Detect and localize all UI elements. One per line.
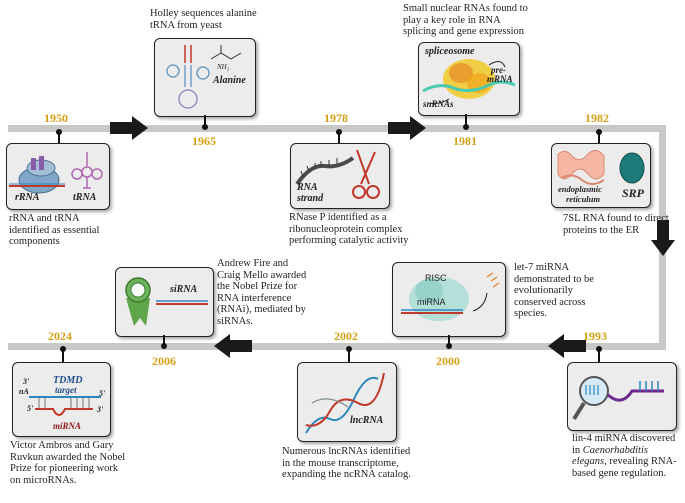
timeline-stem <box>163 335 165 345</box>
caption-1982: 7SL RNA found to direct proteins to the … <box>563 213 669 236</box>
panel-1981: spliceosome pre- mRNA snRNAs <box>418 42 520 116</box>
timeline-marker <box>161 343 167 349</box>
arrow-right-icon <box>388 116 426 140</box>
panel-1982: endoplasmic reticulum SRP <box>551 143 651 208</box>
timeline-stem <box>348 349 350 363</box>
panel-1978: RNA strand <box>290 143 390 209</box>
caption-1993-species: Caenorhabditis elegans <box>572 444 648 468</box>
caption-2000: let-7 miRNA demonstrated to be evolution… <box>514 262 594 319</box>
er-srp-illustration <box>557 150 645 185</box>
timeline-track-bottom <box>8 343 666 350</box>
timeline-stem <box>58 132 60 144</box>
caption-1981: Small nuclear RNAs found to play a key r… <box>403 3 528 37</box>
arrow-left-icon <box>548 334 586 358</box>
year-2002: 2002 <box>334 329 358 343</box>
label-rna: RNA <box>297 182 318 193</box>
caption-1978: RNase P identified as a ribonucleoprotei… <box>289 212 409 246</box>
label-mirna: miRNA <box>53 421 82 431</box>
year-1981: 1981 <box>453 134 477 148</box>
label-srp: SRP <box>622 186 645 200</box>
panel-1965: NH₂ Alanine <box>154 38 256 117</box>
year-1993: 1993 <box>583 329 607 343</box>
panel-2024: 3' nA TDMD target 5' 5' 3' miRNA <box>12 362 111 437</box>
timeline-stem <box>598 132 600 144</box>
year-1978: 1978 <box>324 111 348 125</box>
timeline-marker <box>463 124 469 130</box>
label-mrna: mRNA <box>487 74 513 84</box>
panel-2000: RISC miRNA <box>392 262 506 337</box>
ribosome-trna-illustration <box>9 152 103 194</box>
label-sirna: siRNA <box>170 284 198 295</box>
timeline-stem <box>448 335 450 345</box>
year-2024: 2024 <box>48 329 72 343</box>
label-alanine: Alanine <box>213 75 246 86</box>
nobel-medal-sirna-illustration <box>125 277 208 326</box>
label-3prime-b: 3' <box>97 405 104 414</box>
label-trna: tRNA <box>73 192 97 203</box>
timeline-stem <box>204 115 206 126</box>
year-1950: 1950 <box>44 111 68 125</box>
year-1965: 1965 <box>192 134 216 148</box>
label-target: target <box>55 385 77 395</box>
caption-1993-a: lin-4 miRNA discovered in <box>572 433 676 456</box>
alanine-trna-illustration <box>166 45 242 109</box>
year-2000: 2000 <box>436 354 460 368</box>
label-tdmd: TDMD <box>53 375 83 386</box>
caption-2006: Andrew Fire and Craig Mello awarded the … <box>217 258 307 327</box>
label-endoplasmic: endoplasmic <box>558 184 602 194</box>
panel-1993 <box>567 362 677 431</box>
timeline-track-top <box>8 125 666 132</box>
panel-2006: siRNA <box>115 267 214 337</box>
panel-1950: rRNA tRNA <box>6 143 110 210</box>
timeline-stem <box>465 114 467 126</box>
label-rrna: rRNA <box>15 192 40 203</box>
arrow-right-icon <box>110 116 148 140</box>
timeline-stem <box>62 349 64 363</box>
label-pre: pre- <box>491 65 506 75</box>
caption-2024: Victor Ambros and Gary Ruvkun awarded th… <box>10 440 126 486</box>
caption-1950: rRNA and tRNA identified as essential co… <box>9 213 100 247</box>
label-risc: RISC <box>425 273 447 283</box>
label-snrnas: snRNAs <box>423 99 454 109</box>
tdmd-illustration <box>29 396 101 416</box>
label-3prime-a: 3' <box>23 377 30 386</box>
arrow-left-icon <box>214 334 252 358</box>
lncrna-helix-illustration <box>305 372 385 434</box>
spliceosome-illustration <box>422 59 516 104</box>
label-lncrna: lncRNA <box>350 415 384 426</box>
label-nh2: NH₂ <box>217 63 230 71</box>
label-mirna: miRNA <box>417 297 446 307</box>
rnase-strand-scissors-illustration <box>295 149 380 199</box>
risc-mirna-illustration <box>401 272 500 321</box>
caption-2002: Numerous lncRNAs identified in the mouse… <box>282 446 411 480</box>
caption-1993: lin-4 miRNA discovered in Caenorhabditis… <box>572 433 682 479</box>
label-5prime-b: 5' <box>27 404 34 413</box>
label-reticulum: reticulum <box>566 194 601 204</box>
arrow-down-icon <box>651 220 675 256</box>
panel-2002: lncRNA <box>297 362 397 442</box>
timeline-marker <box>202 124 208 130</box>
timeline-stem <box>598 349 600 363</box>
label-na: nA <box>19 387 29 396</box>
caption-1993-c: , revealing RNA-based gene regulation. <box>572 456 677 479</box>
label-strand: strand <box>297 193 324 204</box>
timeline-stem <box>338 132 340 144</box>
label-5prime-a: 5' <box>99 389 106 398</box>
timeline-marker <box>446 343 452 349</box>
caption-1965: Holley sequences alanine tRNA from yeast <box>150 8 257 31</box>
year-1982: 1982 <box>585 111 609 125</box>
year-2006: 2006 <box>152 354 176 368</box>
lin4-magnifier-illustration <box>572 376 664 421</box>
label-spliceosome: spliceosome <box>425 46 475 57</box>
